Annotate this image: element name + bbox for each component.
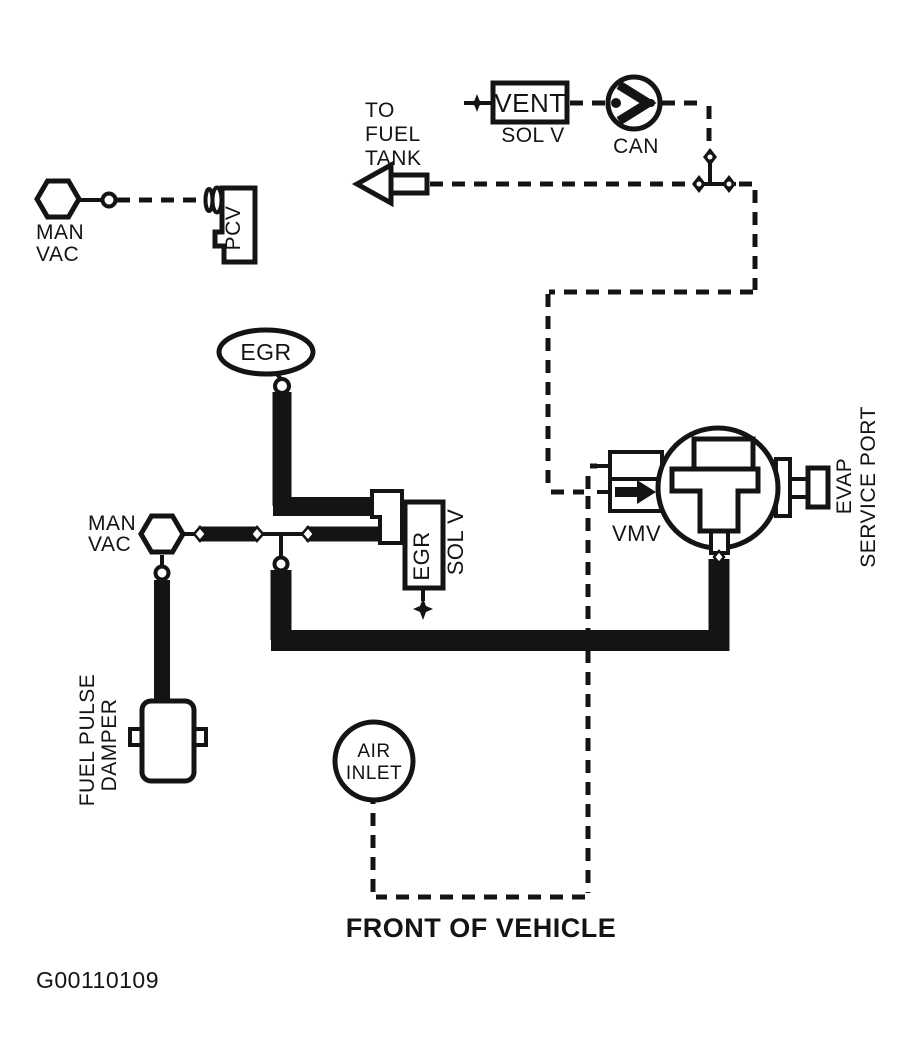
man-vac-top-hexagon [34,178,82,220]
dashed-line-vmv-upper-port [585,463,597,489]
pcv-label: PCV [222,206,245,251]
to-fuel-tank-label-2: FUEL [365,123,421,146]
fuel-pulse-damper-label-2: DAMPER [98,699,121,792]
hose-bottom-run [270,559,730,651]
man-vac-top-fitting [34,178,118,220]
evap-label: EVAP [833,458,856,514]
egr-solenoid [370,489,446,620]
air-inlet-label-1: AIR [357,741,390,762]
air-inlet-label-2: INLET [346,763,402,784]
vacuum-hoses [154,392,730,703]
to-fuel-tank-label-1: TO [365,99,395,122]
atmospheric-vent-icon [468,94,486,112]
fuel-tank-arrow-tail [386,172,430,196]
fuel-pulse-damper [128,698,208,784]
egr-sol-v-label: SOL V [443,509,468,576]
canister [605,74,663,132]
fuel-tank-arrowhead [351,160,394,208]
atmospheric-vent-icon [413,598,433,620]
man-vac-mid-connector [153,564,171,582]
egr-label: EGR [240,339,291,365]
egr-oval [216,327,316,377]
line-junction-connectors [692,148,736,193]
fuel-tank-arrow [351,160,430,208]
man-vac-top-label-1: MAN [36,221,84,244]
can-label: CAN [613,135,659,158]
damper-body [139,698,197,784]
dashed-vacuum-lines [117,100,758,900]
egr-solenoid-box [402,499,446,591]
vmv-flow-arrow-icon [615,480,656,504]
air-inlet-circle [332,719,416,803]
tee-branch-connector [272,555,290,573]
service-port-label: SERVICE PORT [857,406,880,568]
hose-end-fittings [192,525,316,543]
service-port-stem [788,477,810,499]
man-vac-mid-label-2: VAC [88,533,131,556]
vmv-label: VMV [612,521,661,546]
figure-code: G00110109 [36,967,159,993]
vent-sol-v-label: SOL V [501,124,565,147]
man-vac-top-label-2: VAC [36,243,79,266]
egr-solenoid-elbow [370,489,404,545]
vmv-connector-block [608,450,664,513]
front-of-vehicle-label: FRONT OF VEHICLE [346,913,617,943]
vmv-top-insert [691,436,756,472]
vmv-valve [608,425,831,565]
vmv-tee-insert [669,466,761,534]
pcv-valve [203,185,258,265]
service-port-cap [805,465,831,510]
man-vac-top-connector [100,191,118,209]
dashed-line-to-air-inlet [370,496,591,900]
vent-solenoid [468,80,570,125]
diagram-labels: MAN VAC PCV TO FUEL TANK VENT SOL V CAN … [36,88,880,993]
egr-sol-label: EGR [409,531,434,580]
vent-label: VENT [494,88,565,118]
egr-connector [273,377,291,395]
man-vac-mid-hexagon [138,513,186,555]
vmv-hose-fitting [712,549,726,565]
fuel-pulse-damper-label-1: FUEL PULSE [76,674,99,807]
man-vac-mid-label-1: MAN [88,512,136,535]
vent-solenoid-box [490,80,570,125]
man-vac-mid-fitting [138,513,290,582]
pcv-body [212,185,258,265]
egr-valve [216,327,316,395]
canister-right-port [647,99,655,107]
to-fuel-tank-label-3: TANK [365,147,421,170]
air-inlet [332,719,416,803]
canister-left-port [611,98,621,108]
dashed-line-can-corner [662,100,712,148]
hose-egr-to-solenoid [272,392,388,516]
